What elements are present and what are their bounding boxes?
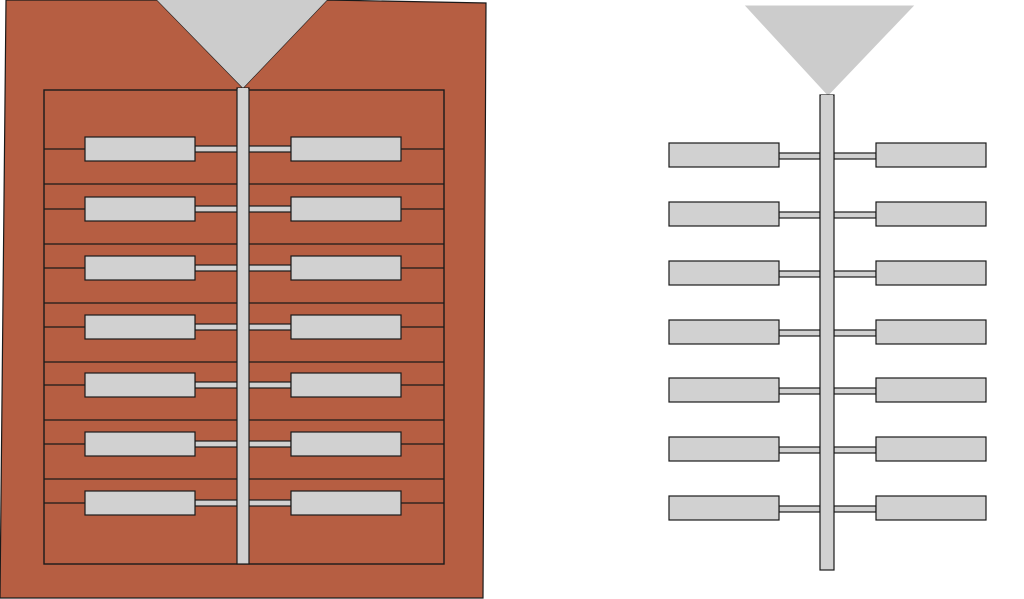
gate-right xyxy=(833,505,877,513)
casting-left xyxy=(84,136,196,162)
casting-tree-panel xyxy=(668,5,987,571)
pouring-cup xyxy=(157,0,327,88)
casting-right xyxy=(875,142,987,168)
casting-left xyxy=(668,377,780,403)
central-sprue-fill xyxy=(238,88,248,563)
gate-right xyxy=(248,440,292,448)
casting-right xyxy=(290,136,402,162)
casting-left xyxy=(668,319,780,345)
gate-left xyxy=(778,152,821,160)
casting-left xyxy=(84,431,196,457)
casting-left xyxy=(668,201,780,227)
gate-right xyxy=(248,499,292,507)
casting-right xyxy=(290,255,402,281)
pouring-cup xyxy=(744,5,915,96)
gate-right xyxy=(833,329,877,337)
casting-left xyxy=(84,490,196,516)
casting-right xyxy=(290,372,402,398)
gate-right xyxy=(833,446,877,454)
gate-left xyxy=(194,205,238,213)
casting-right xyxy=(875,377,987,403)
casting-right xyxy=(875,495,987,521)
gate-left xyxy=(194,381,238,389)
gate-right xyxy=(248,323,292,331)
gate-left xyxy=(778,270,821,278)
casting-right xyxy=(290,196,402,222)
casting-right xyxy=(875,201,987,227)
casting-left xyxy=(668,436,780,462)
casting-right xyxy=(875,319,987,345)
casting-right xyxy=(290,490,402,516)
casting-left xyxy=(668,260,780,286)
gate-left xyxy=(194,145,238,153)
gate-left xyxy=(194,499,238,507)
gate-right xyxy=(833,387,877,395)
mold-with-castings-panel xyxy=(0,0,487,599)
casting-left xyxy=(668,142,780,168)
casting-right xyxy=(290,314,402,340)
gate-right xyxy=(248,205,292,213)
gate-left xyxy=(778,387,821,395)
casting-right xyxy=(290,431,402,457)
gate-left xyxy=(194,440,238,448)
casting-right xyxy=(875,260,987,286)
gate-left xyxy=(778,446,821,454)
casting-left xyxy=(84,255,196,281)
gate-right xyxy=(833,152,877,160)
casting-left xyxy=(84,314,196,340)
gate-right xyxy=(833,211,877,219)
gate-left xyxy=(194,264,238,272)
casting-left xyxy=(668,495,780,521)
gate-left xyxy=(778,505,821,513)
gate-left xyxy=(778,211,821,219)
gate-right xyxy=(248,264,292,272)
casting-right xyxy=(875,436,987,462)
gate-right xyxy=(248,145,292,153)
gate-left xyxy=(194,323,238,331)
gate-right xyxy=(833,270,877,278)
central-sprue-fill xyxy=(821,95,833,569)
gate-left xyxy=(778,329,821,337)
casting-left xyxy=(84,372,196,398)
gate-right xyxy=(248,381,292,389)
casting-left xyxy=(84,196,196,222)
